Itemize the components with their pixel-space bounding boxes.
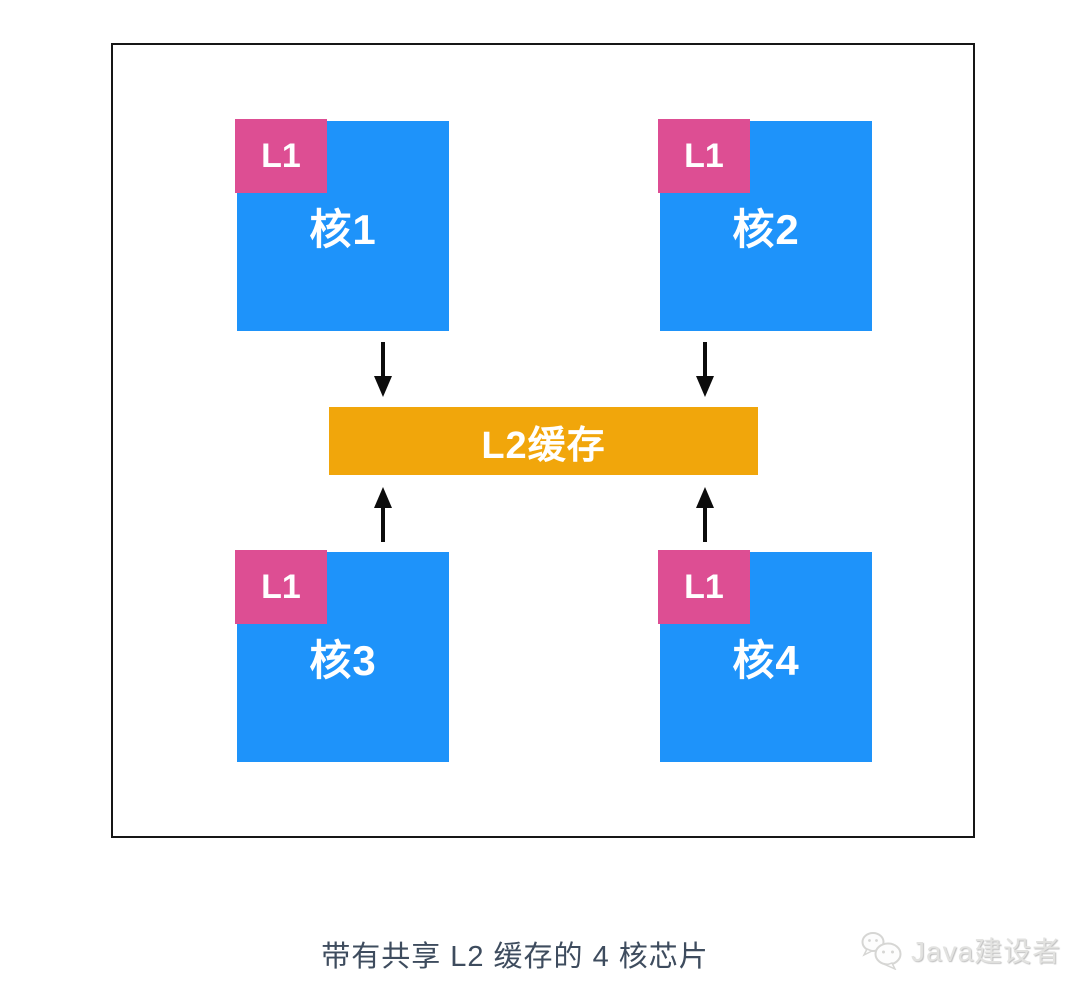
core-3-label: 核3 (309, 636, 377, 684)
wechat-icon (860, 930, 904, 970)
core-2-label: 核2 (732, 205, 800, 253)
core-2-block: L1 核2 (658, 119, 872, 331)
core-3-block: L1 核3 (235, 550, 449, 762)
core-1-label: 核1 (309, 205, 377, 253)
core-3-l1-cache-badge: L1 (235, 550, 327, 624)
core-1-block: L1 核1 (235, 119, 449, 331)
core-2-l1-cache-badge: L1 (658, 119, 750, 193)
l2-cache-block: L2缓存 (329, 407, 758, 475)
core-1-l1-cache-badge: L1 (235, 119, 327, 193)
l2-cache-label: L2缓存 (481, 424, 606, 467)
watermark-text: Java建设者 (911, 936, 1062, 967)
core-4-l1-cache-badge: L1 (658, 550, 750, 624)
core-4-label: 核4 (732, 636, 800, 684)
core-4-block: L1 核4 (658, 550, 872, 762)
watermark: Java建设者 (860, 930, 1061, 970)
diagram-caption: 带有共享 L2 缓存的 4 核芯片 (321, 941, 709, 973)
